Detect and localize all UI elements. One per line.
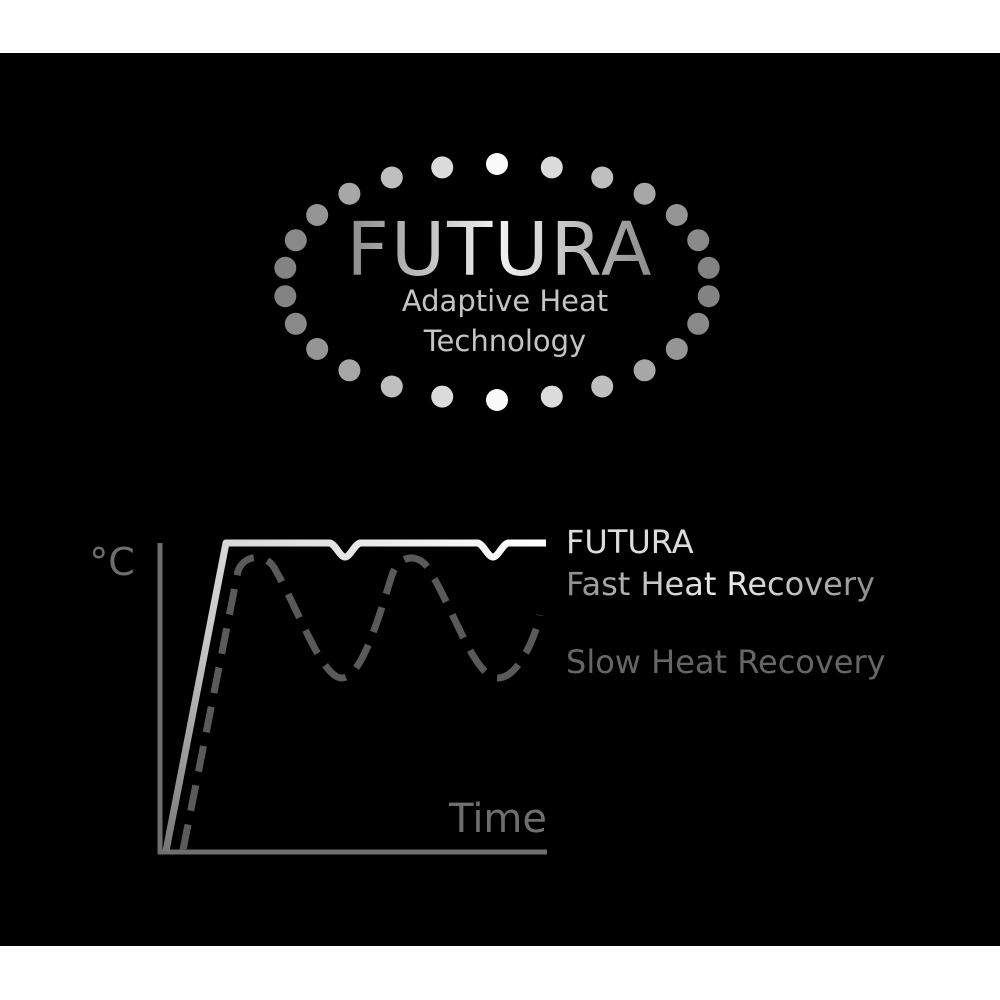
y-axis-label: °C: [89, 540, 135, 584]
logo-dot: [687, 312, 710, 335]
logo-dot: [284, 229, 307, 252]
logo-dot: [380, 166, 403, 189]
logo-dot: [338, 359, 361, 382]
logo-dot: [591, 166, 614, 189]
logo-dot: [306, 338, 329, 360]
logo-dot: [284, 312, 307, 335]
logo-dot: [633, 182, 656, 205]
legend-slow-label: Slow Heat Recovery: [566, 643, 886, 681]
logo-dot: [665, 204, 688, 226]
logo-brand-text: FUTURA: [346, 207, 653, 293]
logo-dot: [540, 385, 563, 408]
product-graphic-panel: FUTURA Adaptive Heat Technology °C Time …: [0, 53, 1000, 946]
logo-dot: [697, 285, 720, 308]
legend-futura-title: FUTURA: [566, 523, 694, 561]
slow-heat-recovery-line: [179, 554, 544, 851]
logo-dot: [665, 338, 688, 360]
logo-dot: [380, 375, 403, 398]
logo-dot: [306, 204, 329, 226]
logo-dot: [633, 359, 656, 382]
x-axis-label: Time: [448, 796, 547, 842]
logo-tagline-line2: Technology: [423, 324, 586, 358]
heat-recovery-graphic: FUTURA Adaptive Heat Technology °C Time …: [89, 153, 886, 855]
logo-dot: [431, 156, 454, 179]
logo-dot-ring: [274, 153, 720, 411]
logo-dot: [338, 182, 361, 205]
logo-dot: [274, 256, 297, 279]
futura-fast-heat-recovery-line: [162, 539, 546, 852]
logo-dot: [687, 229, 710, 252]
logo-dot: [486, 389, 508, 411]
logo-dot: [486, 153, 508, 175]
logo-dot: [591, 375, 614, 398]
logo-dot: [274, 285, 297, 308]
logo-dot: [431, 385, 454, 408]
logo-dot: [540, 156, 563, 179]
logo-dot: [697, 256, 720, 279]
legend-futura-subtitle: Fast Heat Recovery: [566, 565, 875, 603]
logo-tagline-line1: Adaptive Heat: [402, 284, 608, 318]
